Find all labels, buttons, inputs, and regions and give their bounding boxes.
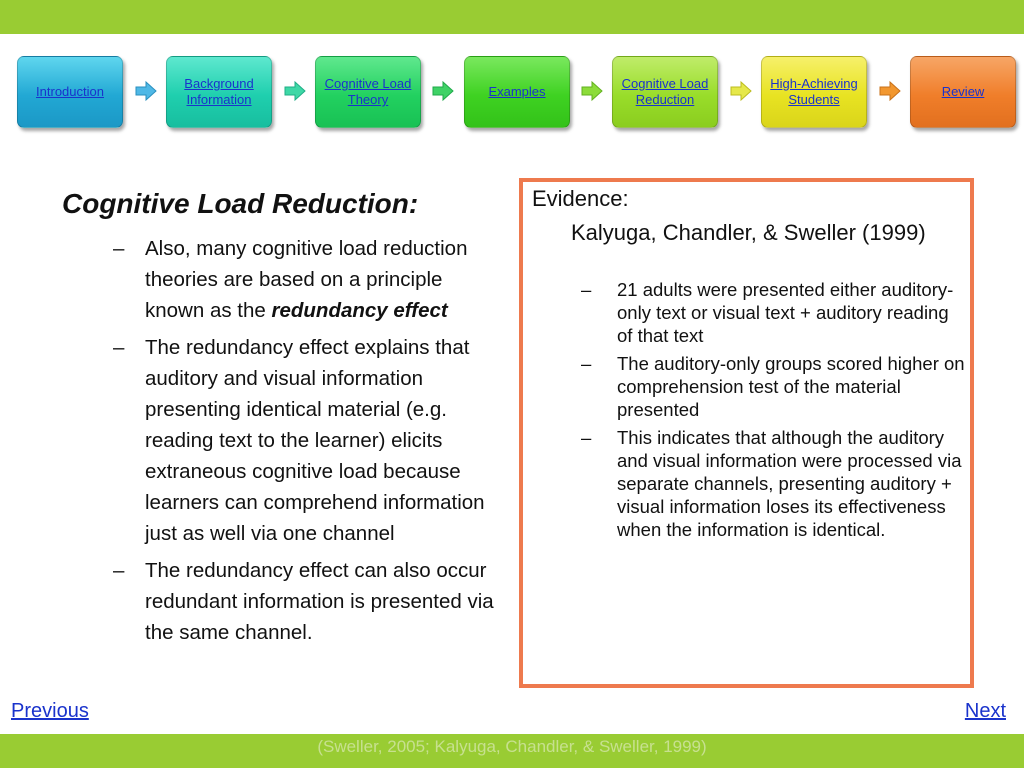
- nav-examples[interactable]: Examples: [464, 56, 570, 128]
- arrow-right-icon: [284, 80, 306, 102]
- list-item: –The redundancy effect explains that aud…: [113, 336, 485, 545]
- list-item: –The redundancy effect can also occur re…: [113, 559, 494, 644]
- arrow-right-icon: [730, 80, 752, 102]
- arrow-right-icon: [432, 80, 454, 102]
- evidence-study: Kalyuga, Chandler, & Sweller (1999): [571, 220, 926, 245]
- bottom-bar: [0, 734, 1024, 768]
- nav-label: Cognitive Load Theory: [324, 76, 412, 107]
- nav-high-achieving-students[interactable]: High-Achieving Students: [761, 56, 867, 128]
- nav-label: Examples: [488, 84, 546, 99]
- left-bullet-list: –Also, many cognitive load reduction the…: [113, 233, 498, 654]
- arrow-right-icon: [879, 80, 901, 102]
- nav-introduction[interactable]: Introduction: [17, 56, 123, 128]
- next-link[interactable]: Next: [964, 700, 1006, 722]
- bullet-text: The redundancy effect explains that audi…: [145, 336, 485, 545]
- nav-background-information[interactable]: Background Information: [166, 56, 272, 128]
- evidence-box: Evidence: Kalyuga, Chandler, & Sweller (…: [519, 178, 974, 688]
- bullet-text: 21 adults were presented either auditory…: [617, 279, 954, 346]
- nav-cognitive-load-theory[interactable]: Cognitive Load Theory: [315, 56, 421, 128]
- slide-heading: Cognitive Load Reduction:: [62, 188, 419, 219]
- list-item: –The auditory-only groups scored higher …: [581, 353, 965, 420]
- nav-review[interactable]: Review: [910, 56, 1016, 128]
- evidence-bullet-list: –21 adults were presented either auditor…: [581, 278, 966, 546]
- bullet-text: The redundancy effect can also occur red…: [145, 559, 494, 644]
- list-item: –21 adults were presented either auditor…: [581, 279, 954, 346]
- top-bar: [0, 0, 1024, 34]
- evidence-title: Evidence:: [532, 186, 629, 211]
- nav-label: High-Achieving Students: [770, 76, 858, 107]
- arrow-right-icon: [581, 80, 603, 102]
- nav-label: Background Information: [184, 76, 254, 107]
- bullet-text: Also, many cognitive load reduction theo…: [145, 237, 468, 322]
- nav-cognitive-load-reduction[interactable]: Cognitive Load Reduction: [612, 56, 718, 128]
- list-item: –This indicates that although the audito…: [581, 427, 962, 540]
- nav-label: Introduction: [36, 84, 104, 99]
- arrow-right-icon: [135, 80, 157, 102]
- nav-label: Cognitive Load Reduction: [621, 76, 709, 107]
- bullet-text: This indicates that although the auditor…: [617, 427, 962, 540]
- bullet-emphasis: redundancy effect: [271, 299, 448, 322]
- nav-label: Review: [941, 84, 985, 99]
- bullet-text: The auditory-only groups scored higher o…: [617, 353, 965, 420]
- previous-link[interactable]: Previous: [11, 700, 89, 722]
- list-item: –Also, many cognitive load reduction the…: [113, 237, 468, 322]
- citation-text: (Sweller, 2005; Kalyuga, Chandler, & Swe…: [317, 737, 707, 756]
